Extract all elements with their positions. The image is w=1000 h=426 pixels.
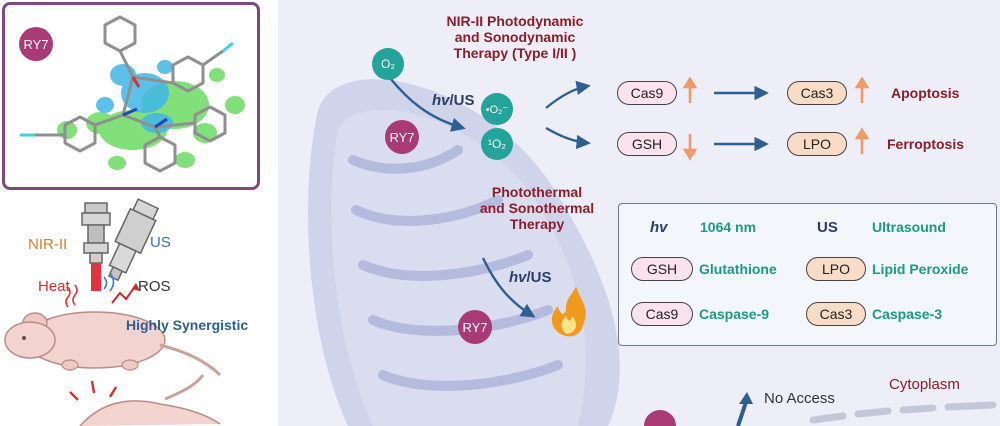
cas3-pill: Cas3 xyxy=(787,81,847,105)
ptt-title-line-1: Photothermal xyxy=(491,184,583,200)
no-access-label: No Access xyxy=(764,390,835,407)
singlet-oxygen: ¹O₂ xyxy=(481,128,513,160)
legend-cas9-pill: Cas9 xyxy=(631,302,693,326)
us-probe-label: US xyxy=(150,234,171,251)
treated-mouse-icon xyxy=(69,374,221,426)
cytoplasm-label: Cytoplasm xyxy=(889,376,960,393)
ry7-badge-pdt: RY7 xyxy=(385,120,419,154)
us-suffix-text: /US xyxy=(526,269,552,286)
heat-label: Heat xyxy=(38,278,70,295)
legend-gsh-value: Glutathione xyxy=(699,261,777,277)
hv-text: hv xyxy=(509,269,527,286)
lpo-pill: LPO xyxy=(787,132,847,156)
legend-lpo-pill: LPO xyxy=(806,257,866,281)
cell-panel-art xyxy=(308,76,997,426)
legend-us-value: Ultrasound xyxy=(872,219,946,235)
legend-hv-key: hv xyxy=(650,219,668,236)
legend-cas3-value: Caspase-3 xyxy=(872,306,943,322)
pdt-title-line-2: and Sonodynamic xyxy=(454,29,576,45)
hv-us-label-ptt: hv/US xyxy=(509,269,552,286)
molecule-structure-image xyxy=(20,15,245,173)
superoxide-radical: •O₂⁻ xyxy=(481,93,513,125)
legend-cas9-value: Caspase-9 xyxy=(699,306,770,322)
nir-ii-label: NIR-II xyxy=(28,236,68,253)
legend-lpo-value: Lipid Peroxide xyxy=(872,261,969,277)
oxygen-molecule: O₂ xyxy=(372,48,404,80)
pdt-title-line-3: Therapy (Type I/II ) xyxy=(453,45,577,61)
cas9-pill: Cas9 xyxy=(617,81,677,105)
apoptosis-label: Apoptosis xyxy=(891,85,960,101)
legend-gsh-pill: GSH xyxy=(631,257,693,281)
legend-us-key: US xyxy=(817,219,838,236)
molecule-panel: RY7 xyxy=(2,2,260,190)
hv-us-label-pdt: hv/US xyxy=(432,92,475,109)
pdt-title-line-1: NIR-II Photodynamic xyxy=(446,13,584,29)
ultrasound-probe-icon xyxy=(107,198,160,282)
mitochondrion-icon xyxy=(308,79,620,426)
pdt-title: NIR-II Photodynamic and Sonodynamic Ther… xyxy=(420,13,610,61)
laser-probe-icon xyxy=(81,202,111,291)
ry7-badge: RY7 xyxy=(19,27,53,61)
ferroptosis-label: Ferroptosis xyxy=(887,136,965,152)
flame-icon xyxy=(551,286,586,337)
us-suffix-text: /US xyxy=(449,92,475,109)
synergy-label: Highly Synergistic xyxy=(126,317,249,333)
device-illustration xyxy=(4,198,222,426)
legend-hv-value: 1064 nm xyxy=(700,219,757,235)
ptt-title-line-2: and Sonothermal xyxy=(479,200,595,216)
ptt-title-line-3: Therapy xyxy=(509,216,565,232)
hv-text: hv xyxy=(432,92,450,109)
mouse-icon xyxy=(4,311,222,377)
gsh-pill: GSH xyxy=(617,132,677,156)
ry7-badge-ptt: RY7 xyxy=(458,310,492,344)
ptt-title: Photothermal and Sonothermal Therapy xyxy=(462,184,612,232)
ros-label: ROS xyxy=(138,278,171,295)
legend-cas3-pill: Cas3 xyxy=(806,302,866,326)
